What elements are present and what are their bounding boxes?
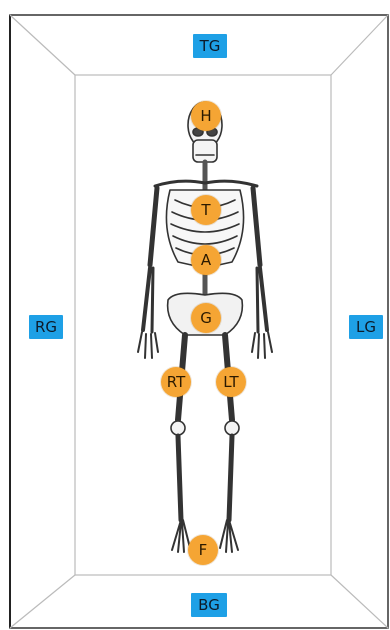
zone-tag-right[interactable]: RG bbox=[29, 315, 63, 339]
zone-tag-bottom[interactable]: BG bbox=[191, 593, 227, 617]
zone-tag-left[interactable]: LG bbox=[349, 315, 383, 339]
marker-thorax[interactable]: T bbox=[191, 195, 221, 225]
marker-pelvis[interactable]: G bbox=[191, 303, 221, 333]
marker-abdomen[interactable]: A bbox=[191, 245, 221, 275]
marker-left-thigh[interactable]: LT bbox=[216, 367, 246, 397]
marker-right-thigh[interactable]: RT bbox=[161, 367, 191, 397]
marker-feet[interactable]: F bbox=[188, 535, 218, 565]
marker-head[interactable]: H bbox=[191, 101, 221, 131]
zone-tag-top[interactable]: TG bbox=[193, 34, 227, 58]
